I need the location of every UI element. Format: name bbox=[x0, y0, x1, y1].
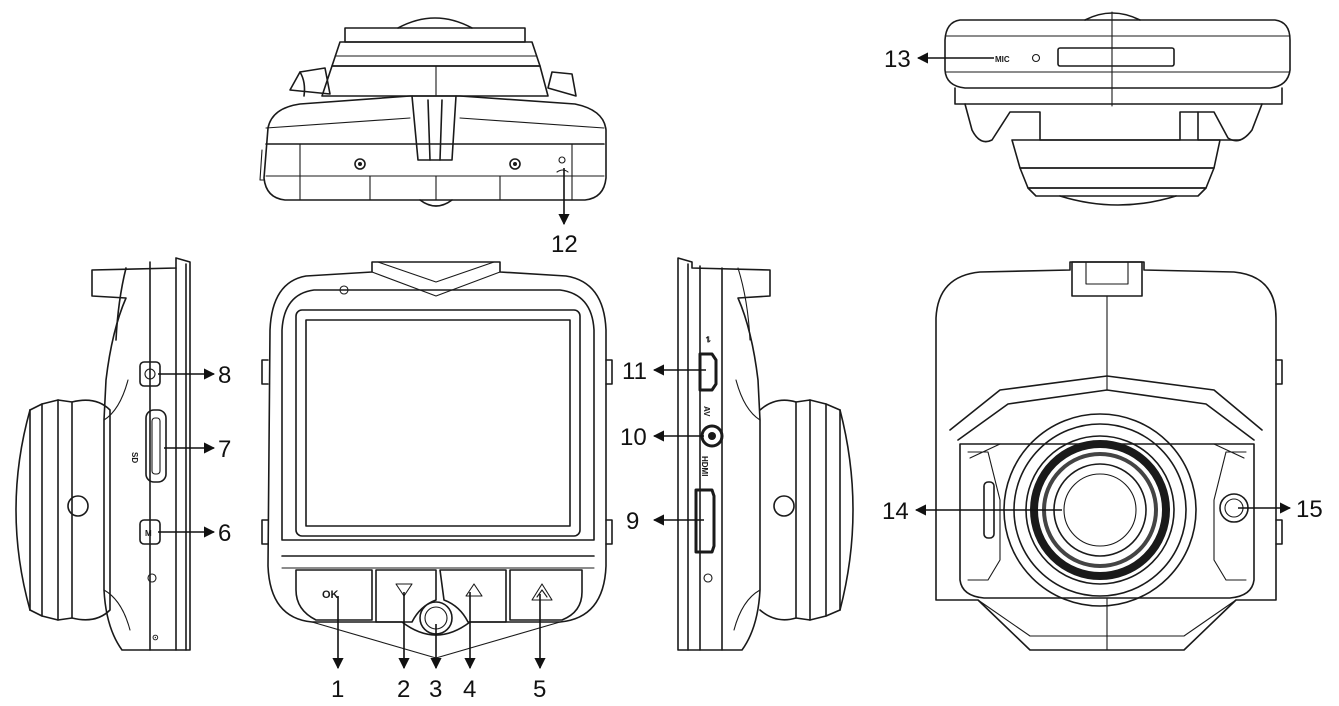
hdmi-marking: HDMI bbox=[700, 456, 709, 476]
callout-4: 4 bbox=[463, 676, 476, 703]
mode-marking: M bbox=[145, 529, 152, 538]
callout-5: 5 bbox=[533, 676, 546, 703]
callout-13: 13 bbox=[884, 46, 911, 73]
back-lens-view bbox=[935, 261, 1283, 651]
callout-3: 3 bbox=[429, 676, 442, 703]
callout-11: 11 bbox=[622, 358, 647, 385]
top-view bbox=[259, 17, 607, 207]
emergency-triangle-icon bbox=[531, 583, 553, 601]
hdmi-port[interactable] bbox=[694, 488, 716, 554]
bottom-view: MIC bbox=[944, 11, 1291, 206]
callout-10: 10 bbox=[620, 424, 647, 451]
emergency-button[interactable] bbox=[509, 569, 583, 621]
up-button[interactable] bbox=[439, 569, 507, 623]
mic-marking: MIC bbox=[995, 55, 1010, 64]
callout-1: 1 bbox=[331, 676, 344, 703]
callout-6: 6 bbox=[218, 520, 231, 547]
mini-usb-port[interactable] bbox=[698, 352, 718, 392]
ok-button[interactable] bbox=[295, 569, 373, 621]
lcd-screen bbox=[305, 319, 571, 527]
down-arrow-icon bbox=[395, 583, 413, 597]
lcd-screen-frame bbox=[295, 309, 581, 537]
front-screen-view: OK bbox=[261, 261, 613, 659]
callout-14: 14 bbox=[882, 498, 909, 525]
left-side-view: SD M ⊙ bbox=[15, 257, 191, 651]
callout-arrows bbox=[158, 52, 1292, 670]
svg-text:⊙: ⊙ bbox=[152, 633, 159, 642]
sd-card-slot[interactable] bbox=[145, 409, 167, 483]
callout-2: 2 bbox=[397, 676, 410, 703]
svg-text:SD: SD bbox=[130, 452, 139, 463]
callout-7: 7 bbox=[218, 436, 231, 463]
av-marking: AV bbox=[702, 406, 711, 417]
callout-12: 12 bbox=[551, 231, 578, 258]
down-button[interactable] bbox=[375, 569, 437, 623]
mic-hole-icon bbox=[1031, 53, 1041, 63]
callout-15: 15 bbox=[1296, 496, 1323, 523]
ok-button-label: OK bbox=[322, 589, 339, 601]
callout-9: 9 bbox=[626, 508, 639, 535]
up-arrow-icon bbox=[465, 583, 483, 597]
lens-icon bbox=[1063, 473, 1137, 547]
reset-hole-icon bbox=[558, 156, 566, 164]
callout-numbers: 1 2 3 4 5 6 7 8 9 10 11 12 13 14 15 bbox=[218, 46, 1323, 703]
mount-clip bbox=[1071, 261, 1143, 297]
right-side-view: ⇌ AV HDMI bbox=[677, 257, 854, 651]
svg-text:⇌: ⇌ bbox=[704, 336, 713, 343]
callout-8: 8 bbox=[218, 362, 231, 389]
